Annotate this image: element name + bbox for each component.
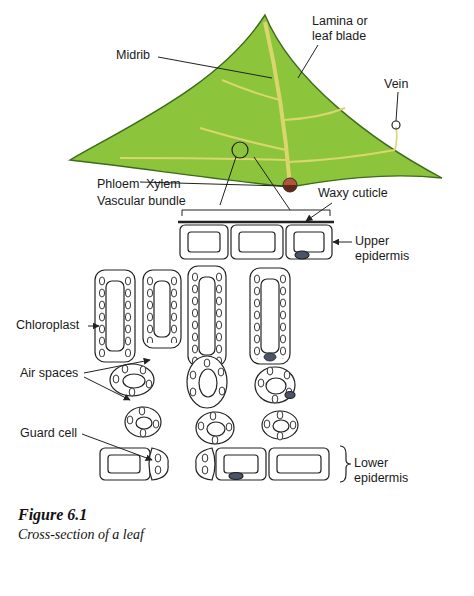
figure-title: Figure 6.1	[18, 506, 87, 524]
leaf-shape	[70, 15, 442, 192]
part-label: Lamina or leaf blade	[312, 14, 384, 44]
part-label: Air spaces	[20, 366, 78, 381]
part-label: Phloem	[97, 177, 139, 192]
part-label: Vascular bundle	[97, 194, 186, 209]
palisade-cells	[95, 266, 290, 366]
part-label: Waxy cuticle	[318, 186, 388, 201]
part-label: Chloroplast	[16, 318, 79, 333]
spongy-cells	[110, 356, 298, 444]
part-label: Vein	[384, 77, 408, 92]
chloroplasts	[98, 271, 287, 363]
figure-caption: Cross-section of a leaf	[18, 527, 144, 543]
upper-epidermis	[178, 222, 334, 259]
part-label: Midrib	[116, 48, 150, 63]
pointer-arrows	[82, 203, 352, 482]
lower-epidermis	[100, 448, 329, 480]
part-label: Guard cell	[20, 426, 77, 441]
part-label: Upper epidermis	[355, 234, 427, 264]
part-label: Xylem	[146, 177, 181, 192]
part-label: Lower epidermis	[354, 456, 426, 486]
leader-lines	[140, 45, 398, 216]
